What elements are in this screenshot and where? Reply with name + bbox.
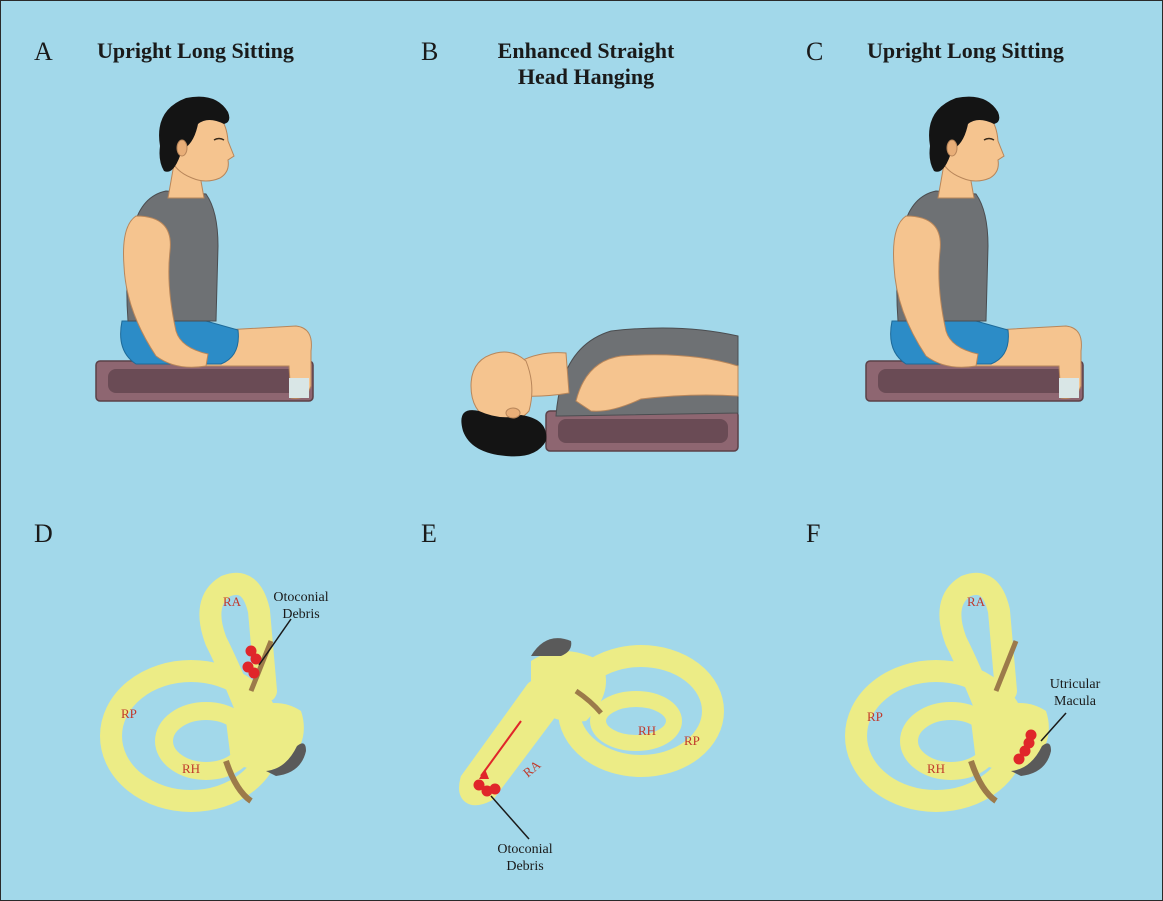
macula-label-line1: Utricular xyxy=(1035,676,1115,693)
debris-particle xyxy=(1026,730,1037,741)
canal-label-rp-d: RP xyxy=(121,706,137,722)
debris-particle xyxy=(249,668,260,679)
otoconial-debris-label-d: Otoconial Debris xyxy=(261,589,341,623)
debris-label-line2: Debris xyxy=(485,858,565,875)
debris-label-line2: Debris xyxy=(261,606,341,623)
macula-label-line2: Macula xyxy=(1035,693,1115,710)
debris-label-line1: Otoconial xyxy=(261,589,341,606)
canal-label-rh-d: RH xyxy=(182,761,200,777)
canal-label-rp-f: RP xyxy=(867,709,883,725)
canal-label-ra-f: RA xyxy=(967,594,985,610)
patient-sitting-c xyxy=(866,97,1083,401)
utricular-macula-label-f: Utricular Macula xyxy=(1035,676,1115,710)
canal-label-ra-d: RA xyxy=(223,594,241,610)
debris-label-line1: Otoconial xyxy=(485,841,565,858)
debris-particle xyxy=(490,784,501,795)
patient-head-hanging-b xyxy=(461,328,738,456)
canal-label-rp-e: RP xyxy=(684,733,700,749)
labyrinth-e xyxy=(470,638,713,839)
otoconial-debris-label-e: Otoconial Debris xyxy=(485,841,565,875)
patient-sitting-a xyxy=(96,97,313,401)
canal-label-rh-e: RH xyxy=(638,723,656,739)
canal-label-rh-f: RH xyxy=(927,761,945,777)
